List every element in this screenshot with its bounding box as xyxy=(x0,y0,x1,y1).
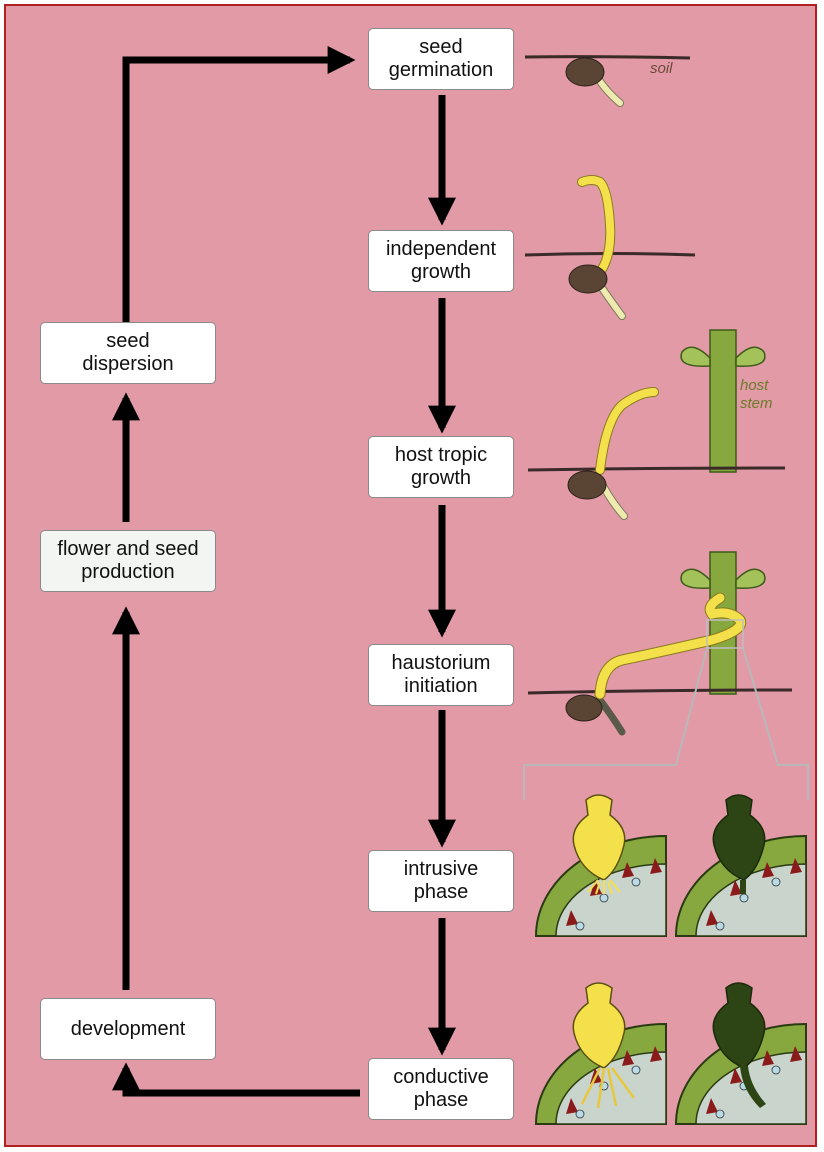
arrow-conductive-to-development xyxy=(112,1062,360,1097)
host-tropic-growth-illustration: host stem xyxy=(527,329,786,520)
stage-intrusive-phase: intrusive phase xyxy=(368,850,514,912)
haustorium-initiation-illustration xyxy=(523,551,809,800)
germination-illustration: soil xyxy=(524,55,691,107)
stage-flower-and-seed-production: flower and seed production xyxy=(40,530,216,592)
soil-label: soil xyxy=(650,60,673,77)
stem-label: stem xyxy=(740,395,773,412)
host-label: host xyxy=(740,377,769,394)
independent-growth-illustration xyxy=(524,175,696,320)
arrow-dispersion-to-germination xyxy=(122,46,356,322)
stage-host-tropic-growth: host tropic growth xyxy=(368,436,514,498)
stage-haustorium-initiation: haustorium initiation xyxy=(368,644,514,706)
stage-development: development xyxy=(40,998,216,1060)
stage-seed-dispersion: seed dispersion xyxy=(40,322,216,384)
intrusive-phase-illustration xyxy=(534,794,807,937)
stage-conductive-phase: conductive phase xyxy=(368,1058,514,1120)
conductive-phase-illustration xyxy=(534,982,807,1125)
stage-seed-germination: seed germination xyxy=(368,28,514,90)
stage-independent-growth: independent growth xyxy=(368,230,514,292)
